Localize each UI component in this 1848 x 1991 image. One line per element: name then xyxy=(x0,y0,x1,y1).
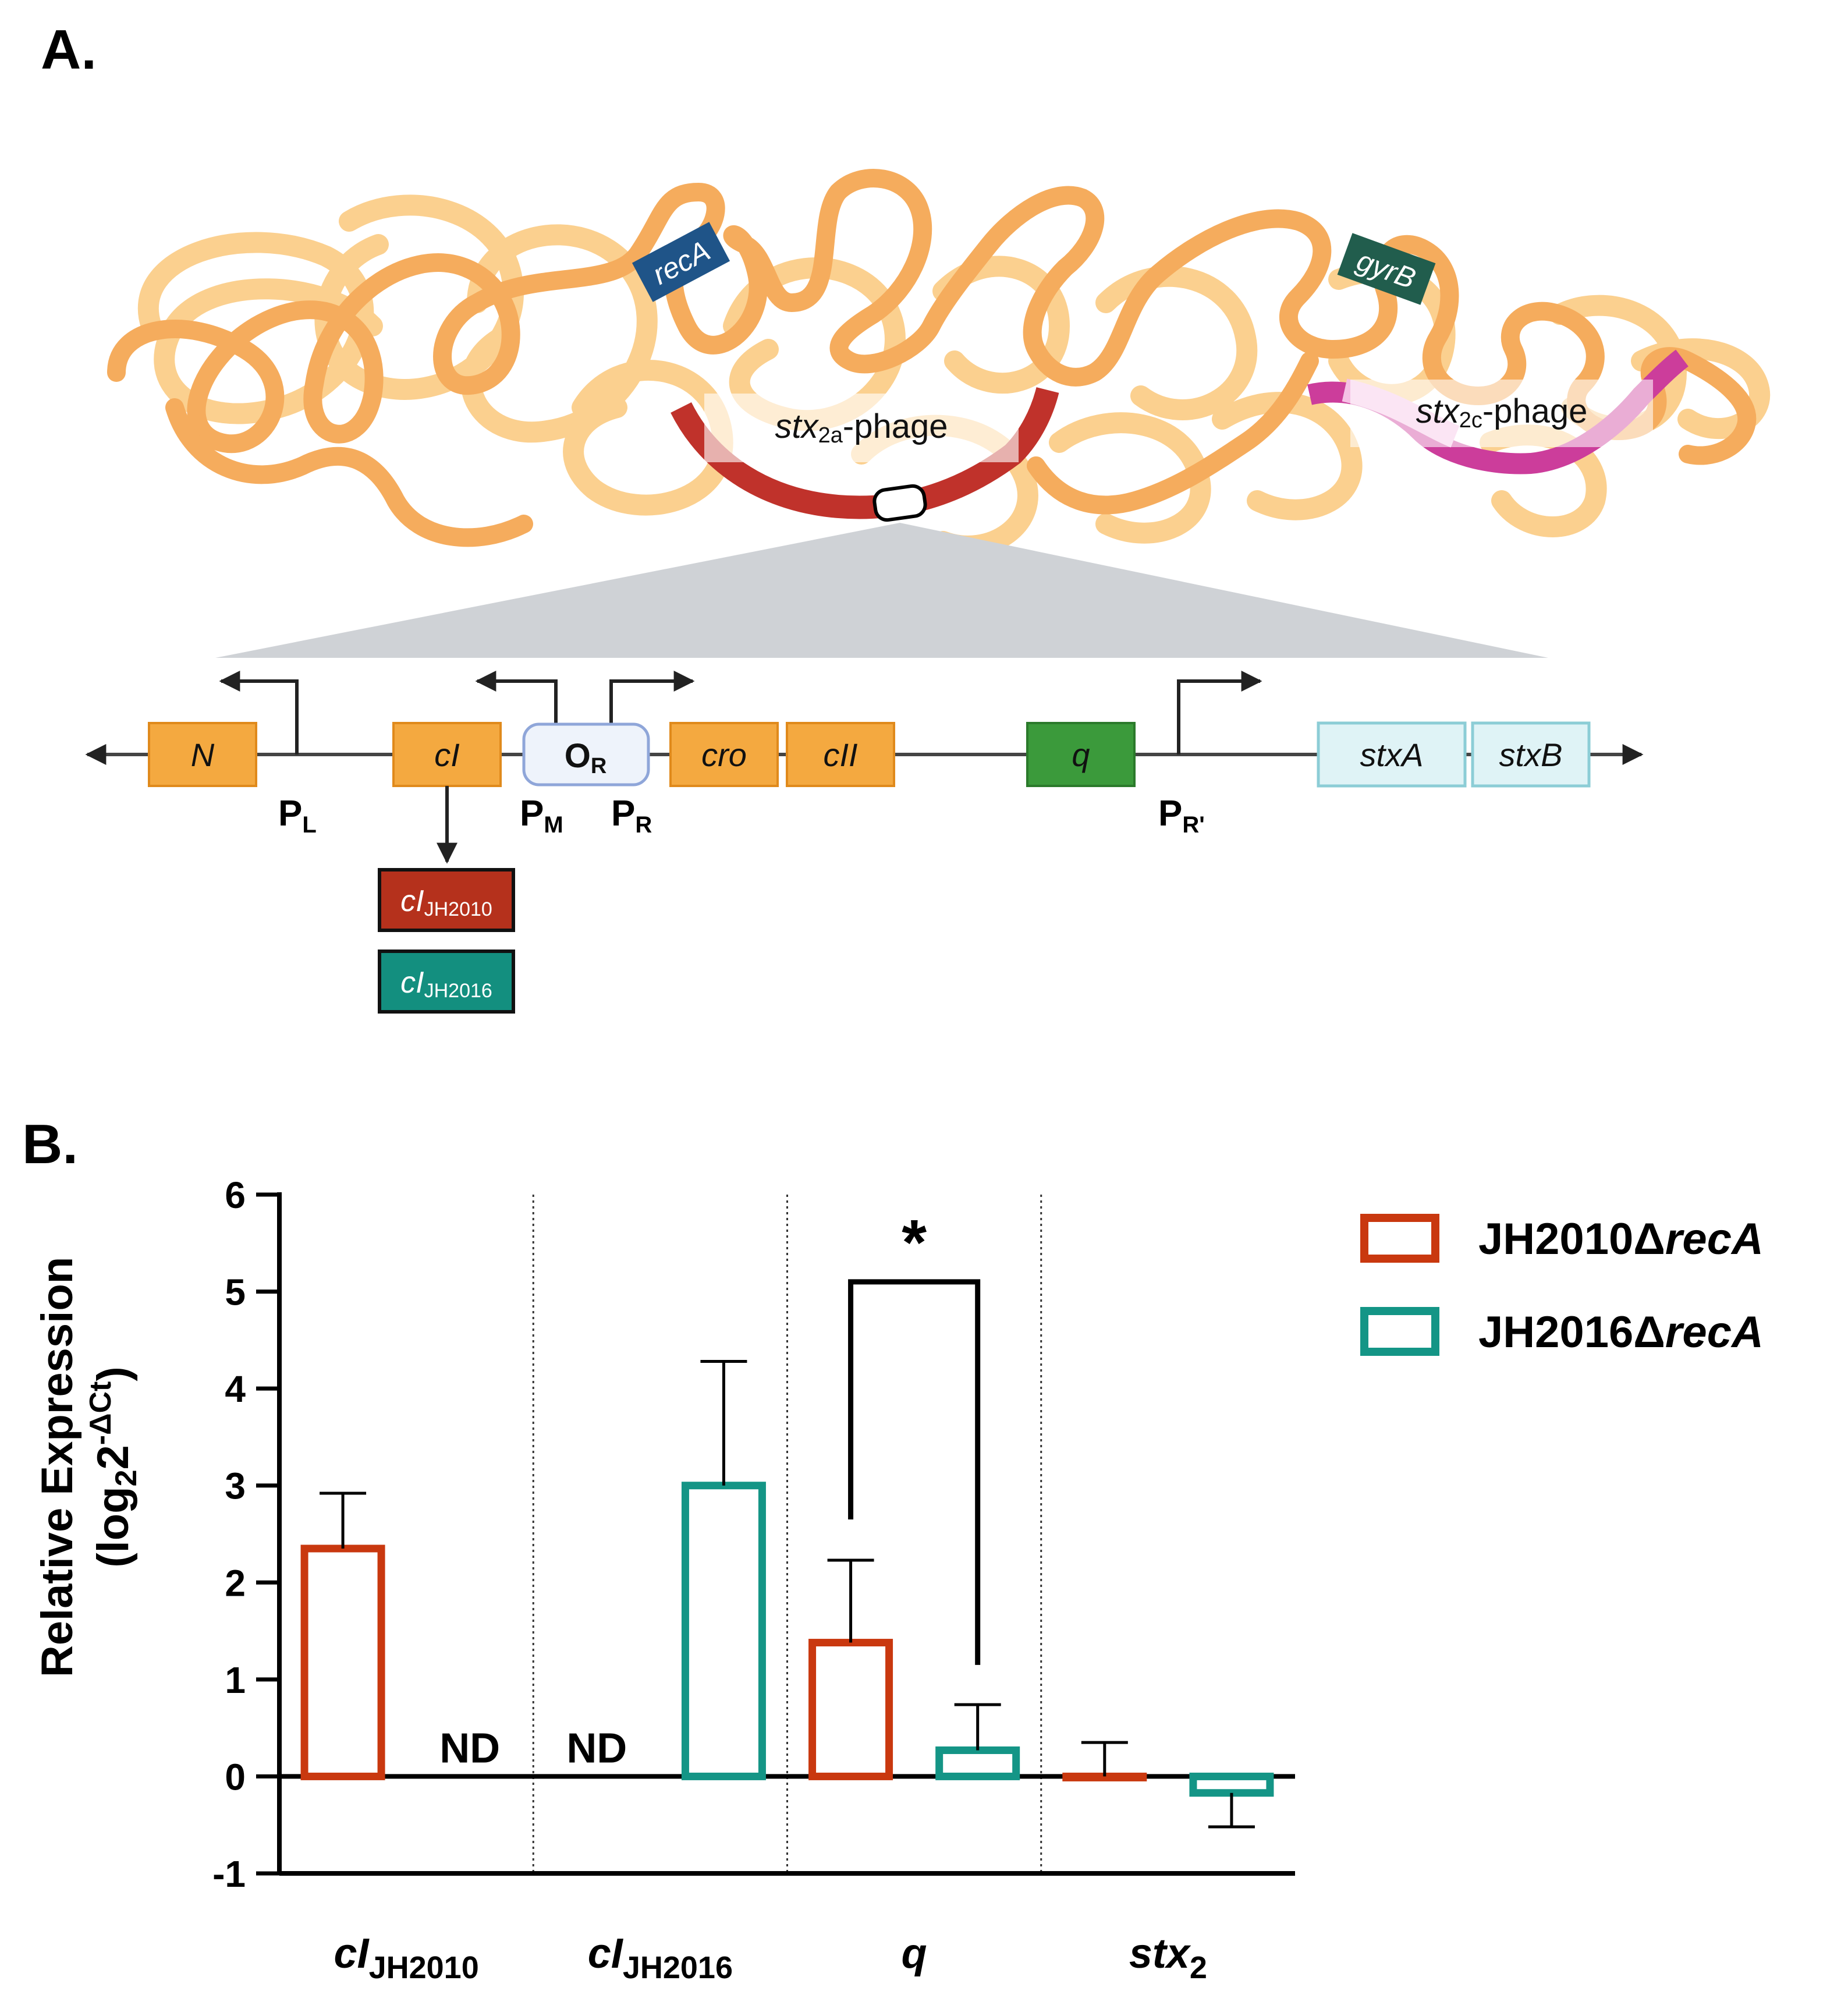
bar xyxy=(1062,1772,1147,1781)
y-tick-label: -1 xyxy=(212,1853,246,1895)
bar xyxy=(1189,1772,1274,1797)
operator-or: OR xyxy=(522,722,650,787)
svg-text:stxA: stxA xyxy=(1360,736,1424,773)
gene-q: q xyxy=(1026,722,1136,787)
gene-stxa: stxA xyxy=(1317,721,1467,788)
y-tick-label: 5 xyxy=(225,1271,246,1313)
gene-cii: cII xyxy=(786,722,895,787)
gene-ci: cI xyxy=(392,722,502,787)
category-label: q xyxy=(902,1930,927,1977)
promoter-label-pr-prime: PR' xyxy=(1158,793,1205,838)
promoter-label-pl: PL xyxy=(278,793,317,838)
bar xyxy=(681,1482,766,1780)
bar-chart: Relative Expression (log22-ΔCt) -1 0 1 2 3 4 5… xyxy=(33,1174,1295,1985)
bar xyxy=(300,1544,385,1780)
promoter-arrow-pr-prime xyxy=(1177,671,1262,754)
y-axis-label: Relative Expression (log22-ΔCt) xyxy=(33,1257,143,1677)
svg-text:q: q xyxy=(1072,736,1090,773)
legend-swatch-jh2010 xyxy=(1360,1214,1439,1263)
svg-text:cIJH2010: cIJH2010 xyxy=(400,884,492,920)
svg-text:stxB: stxB xyxy=(1499,736,1563,773)
legend: JH2010ΔrecA JH2016ΔrecA xyxy=(1360,1214,1764,1357)
stx2a-phage-label-box xyxy=(704,394,1019,462)
zoom-wedge xyxy=(215,523,1548,658)
svg-text:cI: cI xyxy=(434,736,460,773)
svg-text:cIJH2016: cIJH2016 xyxy=(400,966,492,1002)
bar xyxy=(808,1639,893,1780)
bar xyxy=(935,1746,1020,1780)
phage-insertion-marker xyxy=(872,484,927,522)
legend-item-jh2016: JH2016ΔrecA xyxy=(1360,1307,1764,1357)
promoter-arrow-pl xyxy=(219,671,299,754)
variant-ci-jh2010: cIJH2010 xyxy=(378,868,515,932)
gene-cro: cro xyxy=(669,722,779,787)
stx2c-phage-label: stx2c-phage xyxy=(1416,392,1588,433)
category-label: cIJH2010 xyxy=(334,1930,479,1985)
not-detected-label: ND xyxy=(566,1725,627,1772)
stx2c-phage-label-box xyxy=(1350,380,1653,447)
not-detected-label: ND xyxy=(439,1725,500,1772)
y-tick-label: 0 xyxy=(225,1756,246,1798)
y-tick-label: 6 xyxy=(225,1174,246,1216)
svg-text:JH2010ΔrecA: JH2010ΔrecA xyxy=(1478,1214,1764,1264)
stx2a-phage-label: stx2a-phage xyxy=(775,408,948,448)
significance-marker: * xyxy=(902,1207,927,1278)
svg-text:cro: cro xyxy=(701,736,747,773)
gene-stxb: stxB xyxy=(1471,721,1591,788)
y-axis-label-line2: (log22-ΔCt) xyxy=(84,1366,143,1567)
svg-text:OR: OR xyxy=(565,737,607,778)
panel-a-label: A. xyxy=(41,19,97,81)
genetic-map: N cI OR cro cII q stxA stxB xyxy=(85,671,1644,1014)
chromosome: stx2a-phage stx2c-phage recA gyrB xyxy=(107,169,1770,557)
variant-ci-jh2016: cIJH2016 xyxy=(378,950,515,1014)
y-axis-label-line1: Relative Expression xyxy=(33,1257,82,1677)
svg-text:N: N xyxy=(191,736,215,773)
legend-item-jh2010: JH2010ΔrecA xyxy=(1360,1214,1764,1264)
promoter-label-pr: PR xyxy=(611,793,652,838)
category-label: stx2 xyxy=(1129,1930,1207,1985)
significance-bracket xyxy=(848,1279,981,1665)
legend-swatch-jh2016 xyxy=(1360,1307,1439,1356)
y-tick-label: 2 xyxy=(225,1562,246,1604)
y-tick-label: 3 xyxy=(225,1465,246,1507)
y-tick-label: 1 xyxy=(225,1659,246,1701)
panel-b-label: B. xyxy=(22,1113,78,1175)
svg-text:cII: cII xyxy=(823,736,857,773)
gene-n: N xyxy=(148,722,257,787)
svg-text:JH2016ΔrecA: JH2016ΔrecA xyxy=(1478,1308,1764,1357)
y-tick-label: 4 xyxy=(225,1368,246,1410)
promoter-label-pm: PM xyxy=(520,793,563,838)
category-label: cIJH2016 xyxy=(588,1930,733,1985)
